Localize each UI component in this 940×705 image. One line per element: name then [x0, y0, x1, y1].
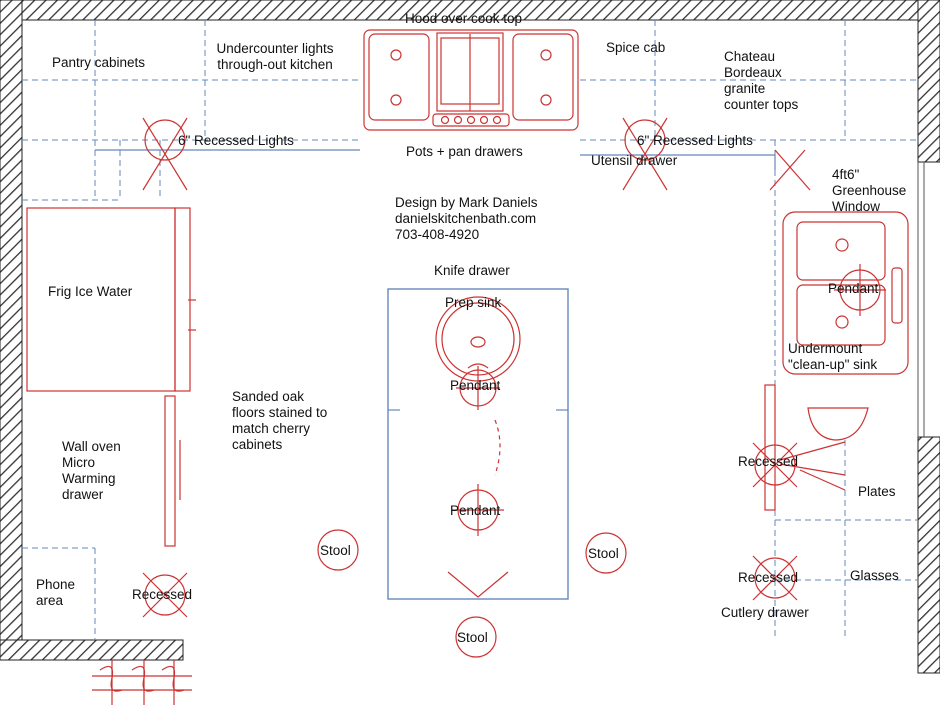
greenhouse-window [917, 162, 925, 437]
label-plates: Plates [858, 484, 896, 499]
label-window: 4ft6" Greenhouse Window [832, 167, 907, 214]
wall-oven [164, 395, 181, 547]
label-recessed-right: 6" Recessed Lights [637, 133, 753, 148]
label-undercounter: Undercounter lights through-out kitchen [216, 41, 334, 72]
label-stool-left: Stool [320, 543, 351, 558]
label-stool-right: Stool [588, 546, 619, 561]
label-knife: Knife drawer [434, 263, 510, 278]
label-glasses: Glasses [850, 568, 899, 583]
cleanup-sink [782, 211, 909, 375]
label-designer: Design by Mark Daniels danielskitchenbat… [395, 195, 538, 242]
walls [0, 0, 940, 674]
label-prep-sink: Prep sink [445, 295, 502, 310]
label-pendant-1: Pendant [450, 378, 501, 393]
label-pendant-sink: Pendant [828, 281, 879, 296]
label-pendant-2: Pendant [450, 503, 501, 518]
label-frig: Frig Ice Water [48, 284, 133, 299]
label-undermount: Undermount "clean-up" sink [788, 341, 878, 372]
label-wall-oven: Wall oven Micro Warming drawer [62, 439, 121, 502]
label-spice: Spice cab [606, 40, 666, 55]
island [387, 288, 569, 600]
label-floors: Sanded oak floors stained to match cherr… [232, 389, 328, 452]
refrigerator [26, 207, 196, 392]
label-stool-bottom: Stool [457, 630, 488, 645]
cooktop-hood [363, 29, 579, 131]
label-granite: Chateau Bordeaux granite counter tops [724, 49, 799, 112]
island-chevron [447, 571, 509, 598]
recessed-lights [142, 117, 811, 618]
stools [317, 529, 627, 658]
label-recessed-e2: Recessed [738, 570, 799, 585]
label-recessed-left: 6" Recessed Lights [178, 133, 294, 148]
label-phone: Phone area [36, 577, 76, 608]
label-pantry: Pantry cabinets [52, 55, 146, 70]
outlet-symbols [92, 660, 192, 705]
pendant-lights [452, 264, 886, 536]
label-cutlery: Cutlery drawer [721, 605, 809, 620]
label-hood: Hood over cook top [405, 11, 523, 26]
label-pots: Pots + pan drawers [406, 144, 523, 159]
east-counter-fixture [764, 384, 869, 511]
label-recessed-e1: Recessed [738, 454, 799, 469]
label-utensil: Utensil drawer [591, 153, 678, 168]
label-recessed-w: Recessed [132, 587, 193, 602]
